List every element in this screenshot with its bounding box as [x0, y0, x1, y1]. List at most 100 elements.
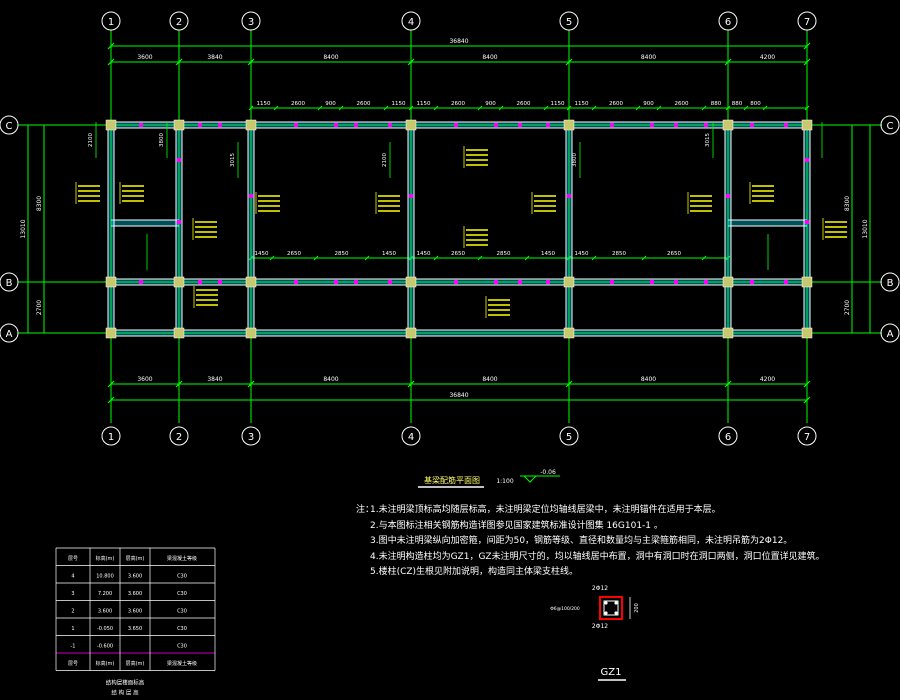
axis-bubble-1 [101, 426, 121, 446]
note-line: 3.图中未注明梁纵向加密箍，间距为50，钢筋等级、直径和数量均与主梁箍筋相同，未… [370, 536, 793, 546]
dim-top-span-tick [724, 58, 732, 66]
dim-bay-text: 2100 [382, 153, 388, 167]
axis-label-2: 2 [176, 432, 182, 443]
dim-sub-tick [433, 105, 439, 111]
table-cell: -0.050 [97, 626, 113, 632]
dim-bottom-span-tick [175, 380, 183, 388]
dim-sub-text: 1150 [417, 101, 431, 107]
beam-band [111, 220, 179, 226]
rebar-mark [650, 123, 654, 127]
dim-top-span-tick [803, 58, 811, 66]
column [105, 327, 117, 339]
dim-sub-tick [273, 105, 279, 111]
column [722, 119, 734, 131]
dim-bottom-span-text: 8400 [323, 376, 338, 383]
column [722, 327, 734, 339]
axis-bubble-A [0, 323, 19, 343]
table-footer-cell: 层高(m) [126, 660, 145, 667]
axis-bubble-4 [401, 426, 421, 446]
dim-top-span-text: 4200 [760, 54, 775, 61]
drawing-notes: 注： 1.未注明梁顶标高均随层标高，未注明梁定位均轴线居梁中，未注明锚件在适用于… [356, 503, 876, 581]
beam-band [111, 279, 807, 285]
dim-top-span-text: 3840 [207, 54, 222, 61]
dim-sub-text: 900 [485, 101, 496, 107]
dim-bay-text: 2100 [88, 133, 94, 147]
column [563, 276, 575, 288]
elevation-marker-icon [522, 475, 538, 483]
axis-bubble-B [0, 272, 19, 292]
table-cell: 2 [71, 609, 74, 615]
rebar-mark [218, 123, 222, 127]
rebar-mark [354, 123, 358, 127]
axis-label-1: 1 [108, 432, 114, 443]
axis-bubble-C [0, 115, 19, 135]
axis-label-4: 4 [408, 432, 414, 443]
dim-sub-tick [656, 105, 662, 111]
rebar-mark [610, 280, 614, 284]
column [405, 119, 417, 131]
dim-bay-text: 3800 [572, 153, 578, 167]
table-cell: 3 [71, 591, 74, 597]
table-cell: 3.600 [98, 609, 112, 615]
rebar-mark [139, 280, 143, 284]
axis-bubble-2 [169, 426, 189, 446]
dim-left-text: 8300 [36, 196, 43, 211]
axis-bubble-7 [797, 426, 817, 446]
rebar-mark [249, 194, 253, 198]
notes-lead: 注： [356, 505, 375, 515]
table-footer-cell: 标高(m) [96, 660, 115, 667]
column [245, 119, 257, 131]
beam-band [248, 125, 254, 333]
axis-label-6: 6 [725, 17, 731, 28]
axis-label-A: A [6, 329, 13, 340]
dim-right-text: 13010 [862, 219, 869, 238]
column [105, 119, 117, 131]
dim-sub-text: 2600 [517, 101, 531, 107]
note-line: 1.未注明梁顶标高均随层标高，未注明梁定位均轴线居梁中，未注明锚件在适用于本层。 [370, 505, 721, 515]
column-detail-bars-bottom: 2Φ12 [592, 623, 608, 630]
rebar-mark [674, 123, 678, 127]
axis-bubble-B [880, 272, 900, 292]
dim-right-text: 8300 [844, 196, 851, 211]
column [245, 327, 257, 339]
table-header-cell: 标高(m) [96, 555, 115, 562]
dim-mid-tick [701, 255, 707, 261]
dim-sub-tick [804, 105, 810, 111]
axis-label-6: 6 [725, 432, 731, 443]
axis-bubble-6 [718, 426, 738, 446]
dim-bottom-span-tick [724, 380, 732, 388]
table-cell: C30 [177, 591, 187, 597]
dim-mid-tick [364, 255, 370, 261]
rebar-mark [139, 123, 143, 127]
axis-bubble-A [880, 323, 900, 343]
dim-top-span-tick [247, 58, 255, 66]
dim-sub-text: 800 [750, 101, 761, 107]
dim-left-text: 2700 [36, 300, 43, 315]
table-cell: 4 [71, 574, 74, 580]
rebar-mark [494, 123, 498, 127]
column-detail-stirrup: Φ6@100/200 [550, 606, 580, 612]
dim-bay-text: 3800 [159, 133, 165, 147]
rebar-mark [784, 123, 788, 127]
dim-bottom-span-tick [247, 380, 255, 388]
rebar-mark [198, 123, 202, 127]
axis-label-7: 7 [804, 17, 810, 28]
dim-mid-tick [524, 255, 530, 261]
dim-top-total-tick [803, 42, 811, 50]
dim-sub-tick [498, 105, 504, 111]
rebar-mark [218, 280, 222, 284]
rebar-mark [198, 280, 202, 284]
column [801, 119, 813, 131]
dim-left-text: 13010 [20, 219, 27, 238]
rebar-mark [726, 194, 730, 198]
dim-bay-text: 3015 [705, 133, 711, 147]
axis-label-C: C [6, 121, 13, 132]
dim-sub-text: 2600 [675, 101, 689, 107]
column-detail-label: GZ1 [601, 667, 622, 678]
beam-band [111, 330, 807, 336]
dim-mid-tick [725, 255, 731, 261]
dim-sub-text: 2600 [357, 101, 371, 107]
table-cell: 3.600 [128, 591, 142, 597]
dim-sub-tick [383, 105, 389, 111]
dim-mid-tick [433, 255, 439, 261]
